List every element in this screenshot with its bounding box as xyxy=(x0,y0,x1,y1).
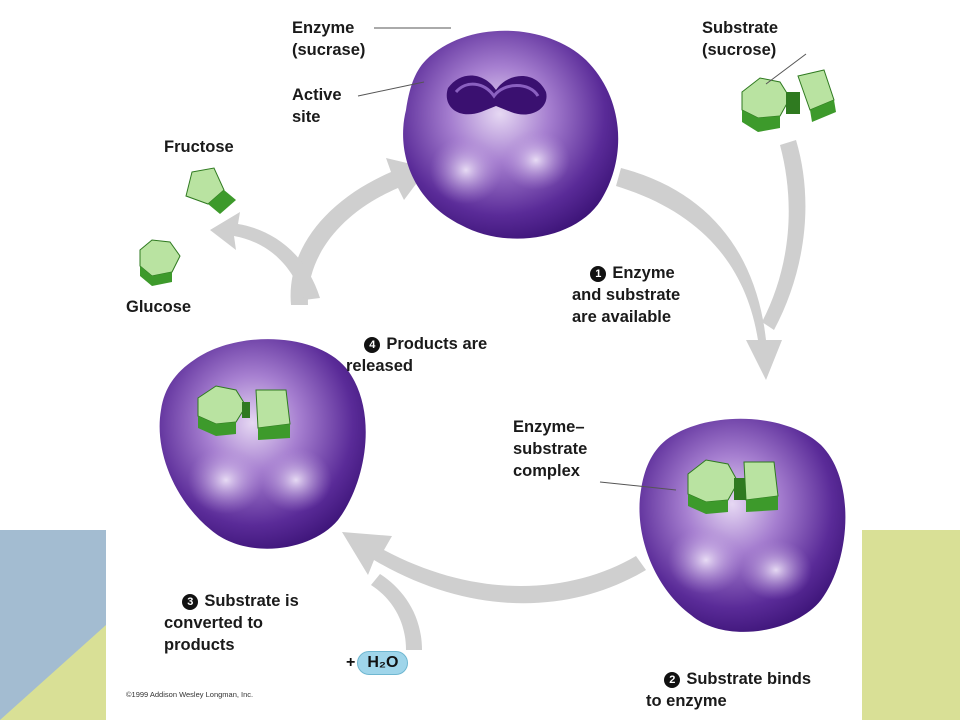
leader-lines xyxy=(357,27,807,491)
arrow-step2 xyxy=(342,532,646,604)
step-1-text: Enzyme and substrate are available xyxy=(572,264,681,326)
label-substrate: Substrate (sucrose) xyxy=(702,19,779,59)
step-3-text: Substrate is converted to products xyxy=(164,592,299,654)
converted-products xyxy=(197,385,291,440)
bound-substrate xyxy=(687,459,779,514)
decor-olive-triangle xyxy=(0,625,106,720)
step-4-text: Products are released xyxy=(346,335,488,375)
enzyme-products xyxy=(159,339,366,549)
fructose-molecule xyxy=(185,167,236,214)
step-1-number: 1 xyxy=(590,266,607,282)
step-2-number: 2 xyxy=(664,672,681,688)
label-complex: Enzyme– substrate complex xyxy=(513,418,588,480)
water-formula: H₂O xyxy=(357,651,409,675)
enzyme-complex xyxy=(639,418,846,632)
arrow-products xyxy=(210,212,320,300)
copyright-text: ©1999 Addison Wesley Longman, Inc. xyxy=(126,690,254,699)
water-input: +H₂O xyxy=(346,651,409,675)
arrow-step1 xyxy=(616,168,782,380)
arrow-substrate xyxy=(762,140,806,330)
label-glucose: Glucose xyxy=(126,298,192,316)
glucose-molecule xyxy=(139,239,181,286)
free-substrate xyxy=(741,69,836,132)
label-active-site: Active site xyxy=(292,86,342,126)
arrow-water xyxy=(371,574,422,650)
label-enzyme: Enzyme (sucrase) xyxy=(292,19,366,59)
water-plus: + xyxy=(346,654,356,671)
step-4-number: 4 xyxy=(364,337,381,353)
enzyme-top xyxy=(403,30,619,239)
enzyme-cycle-figure: Enzyme (sucrase) Active site Substrate (… xyxy=(106,0,862,720)
decor-yellow-panel xyxy=(862,530,960,720)
step-2-text: Substrate binds to enzyme xyxy=(646,670,812,710)
step-3-number: 3 xyxy=(182,594,199,610)
cycle-diagram xyxy=(139,27,846,650)
label-fructose: Fructose xyxy=(164,138,234,156)
